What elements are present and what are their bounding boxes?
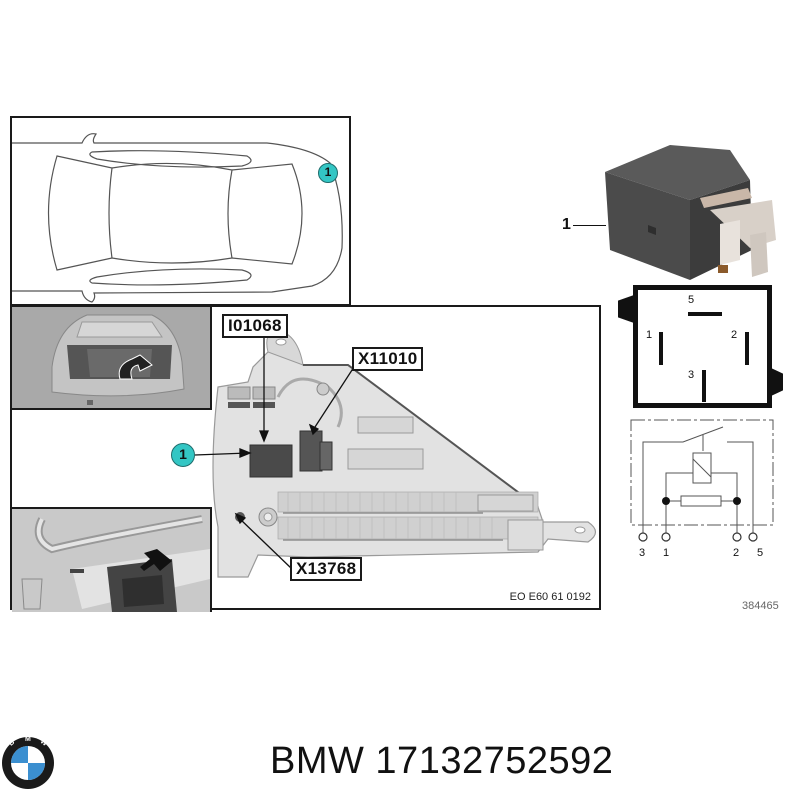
schematic-terminal-5: 5 — [757, 547, 764, 559]
fuse-box-drawing — [212, 329, 597, 578]
trunk-illustration — [51, 314, 185, 405]
callout-x13768: X13768 — [290, 557, 363, 581]
relay-figure-reference: 384465 — [742, 600, 779, 612]
pin-1-blade — [659, 332, 663, 365]
part-number-title: BMW 17132752592 — [270, 740, 614, 782]
pin-2-label: 2 — [731, 329, 738, 341]
pin-1-label: 1 — [646, 329, 653, 341]
figure-reference: EO E60 61 0192 — [509, 591, 591, 603]
fuse-box-photo-illustration — [12, 509, 210, 612]
svg-text:M: M — [25, 736, 31, 743]
pin-layout-key-right — [771, 368, 783, 396]
fuse-box-panel: 1 — [10, 305, 601, 612]
relay-item-label: 1 — [562, 216, 571, 233]
pin-5-blade — [688, 312, 722, 316]
svg-text:B: B — [8, 739, 16, 748]
relay-photo-illustration — [605, 145, 776, 280]
relay-leader-line — [573, 225, 606, 227]
car-top-view-outline — [12, 133, 343, 303]
pin-2-blade — [745, 332, 749, 365]
bmw-logo-icon: B M W — [2, 736, 54, 789]
callout-i01068: I01068 — [222, 314, 288, 338]
pin-layout-key-left — [618, 295, 634, 323]
trunk-open-thumbnail — [12, 307, 212, 410]
pin-3-label: 3 — [688, 369, 695, 381]
relay-pin-layout: 5 1 2 3 — [633, 285, 772, 408]
pin-3-blade — [702, 370, 706, 402]
callout-x11010: X11010 — [352, 347, 424, 371]
location-marker-badge: 1 — [318, 163, 338, 183]
schematic-terminal-3: 3 — [639, 547, 646, 559]
schematic-terminal-1: 1 — [663, 547, 670, 559]
fuse-box-location-thumbnail — [12, 507, 212, 612]
relay-circuit-schematic — [630, 419, 774, 542]
relay-position-marker-badge: 1 — [171, 443, 195, 467]
vehicle-location-panel: 1 — [10, 116, 351, 306]
schematic-terminal-2: 2 — [733, 547, 740, 559]
callout-leader-lines — [194, 334, 355, 570]
svg-text:W: W — [39, 738, 49, 748]
pin-5-label: 5 — [688, 294, 695, 306]
